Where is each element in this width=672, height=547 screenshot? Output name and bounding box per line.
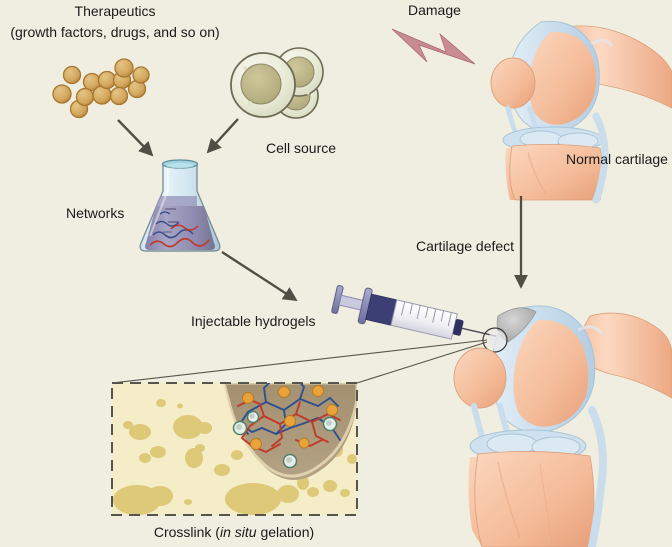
label-injectable-hydrogels: Injectable hydrogels [191,313,316,329]
crosslink-text-italic: in situ [219,524,257,540]
label-cartilage-defect: Cartilage defect [416,238,515,254]
crosslink-text-pre: Crosslink ( [153,524,220,540]
label-normal-cartilage: Normal cartilage [566,151,668,167]
normal-knee-illustration [490,20,672,204]
arrow-cells-to-flask [206,118,239,154]
inset-dashed-border [111,382,358,516]
therapeutic-particles-group [52,58,150,119]
label-cell-source: Cell source [266,140,337,156]
damage-bolt-icon [391,28,476,65]
syringe [331,285,497,340]
label-crosslink: Crosslink (in situ gelation) [154,524,314,541]
erlenmeyer-flask [139,159,221,252]
crosslink-inset [111,382,358,516]
label-therapeutics-line1: Therapeutics [74,3,156,19]
defect-knee-illustration [453,305,672,547]
crosslink-text-post: gelation) [256,524,315,540]
arrow-therapeutics-to-flask [117,119,154,157]
label-therapeutics-line2: (growth factors, drugs, and so on) [10,24,220,40]
label-networks: Networks [66,205,125,221]
crater-cells [232,410,338,469]
label-damage: Damage [408,2,461,18]
cell-source-group [230,47,324,119]
crater-orange-dots [242,385,338,450]
arrow-flask-to-syringe [221,250,298,302]
leader-line-top-right [356,341,488,384]
tissue-blobs-group [113,383,357,515]
leader-line-top-left [111,339,488,384]
